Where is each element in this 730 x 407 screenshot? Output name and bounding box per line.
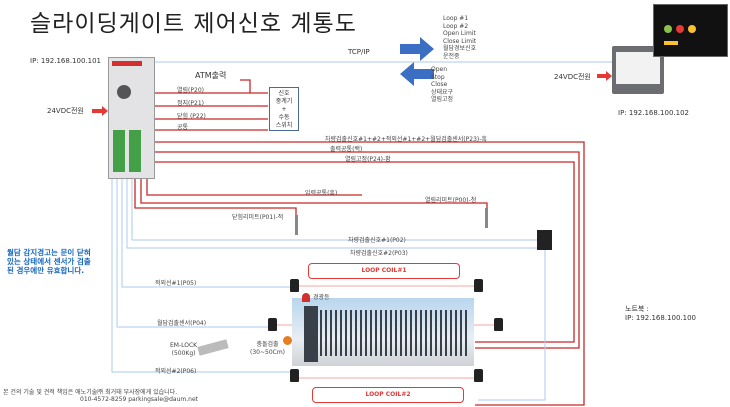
footer-contact: 010-4572-8259 parkingsale@daum.net xyxy=(80,396,198,403)
vehicle-detect-2-label: 차량검출신호#2(P03) xyxy=(350,250,408,257)
output-common: 공통 xyxy=(177,124,189,131)
signal-item: Loop #2 xyxy=(443,22,469,30)
signal-item: 열림고정 xyxy=(431,96,454,103)
hmi-power-arrow-icon xyxy=(597,71,612,81)
relay-line: 중계기 xyxy=(275,98,293,105)
ir-sensor-icon xyxy=(290,279,299,292)
close-limit-switch-icon xyxy=(295,215,298,235)
hmi-screen-preview xyxy=(653,4,728,57)
plc-power-arrow-icon xyxy=(92,106,108,116)
relay-line: 수동 xyxy=(278,114,290,121)
bus-wires xyxy=(134,141,585,406)
signal-item: Stop xyxy=(431,73,445,81)
loop-coil-2: LOOP COIL#2 xyxy=(312,387,464,403)
warning-light-label: 경광등 xyxy=(313,294,330,301)
collision-label: 충돌검출 (30~50Cm) xyxy=(250,341,285,357)
bus-label-output-common: 출력공통(백) xyxy=(330,146,363,153)
vehicle-detect-1-label: 차량검출신호#1(P02) xyxy=(348,237,406,244)
collision-range: (30~50Cm) xyxy=(250,349,286,356)
ir-sensor-icon xyxy=(290,369,299,382)
bus-label-open-hold: 열림고정(P24)-황 xyxy=(345,156,391,163)
page-title: 슬라이딩게이트 제어신호 계통도 xyxy=(30,11,357,37)
signal-item: 상태요구 xyxy=(431,88,454,96)
input-common-label: 입력공통(흑) xyxy=(305,190,338,197)
loop-coil-1: LOOP COIL#1 xyxy=(308,263,460,279)
arrow-left-icon xyxy=(400,62,434,86)
notebook-info: 노트북 : IP: 192.168.100.100 xyxy=(625,305,696,323)
hmi-ip: IP: 192.168.100.102 xyxy=(618,109,689,117)
warning-light-icon xyxy=(302,293,310,302)
hmi-panel xyxy=(612,46,664,94)
plc-device xyxy=(108,57,155,179)
signal-item: Close Limit xyxy=(443,37,477,45)
network-protocol: TCP/IP xyxy=(348,48,370,56)
ir-sensor-icon xyxy=(474,369,483,382)
signal-item: 운전중 xyxy=(443,52,460,60)
em-lock-label: EM-LOCK (500Kg) xyxy=(170,342,197,358)
close-limit-label: 닫힘리미트(P01)-적 xyxy=(232,214,284,221)
em-lock-spec: (500Kg) xyxy=(171,350,196,357)
ir1-label: 적외선#1(P05) xyxy=(155,280,197,287)
warning-note: 월담 감지경고는 문이 닫혀 있는 상태에서 센서가 검출된 경우에만 유효합니… xyxy=(7,248,91,275)
wall-sensor-label: 월담검출센서(P04) xyxy=(157,320,207,327)
notebook-label: 노트북 : xyxy=(625,305,649,313)
ir-sensor-icon xyxy=(474,279,483,292)
arrow-right-icon xyxy=(400,37,434,61)
signal-item: Open xyxy=(431,66,448,73)
signal-relay-switch: 신호 중계기 + 수동 스위치 xyxy=(269,87,299,131)
wall-sensor-icon xyxy=(494,318,503,331)
signal-item: Close xyxy=(431,81,448,88)
sliding-gate-image xyxy=(292,298,474,366)
wall-sensor-icon xyxy=(268,318,277,331)
relay-line: 신호 xyxy=(278,90,290,97)
signal-item: Loop #1 xyxy=(443,15,469,22)
output-close: 닫힘 (P22) xyxy=(177,113,206,120)
atm-output-label: ATM출력 xyxy=(195,71,227,80)
footer-responsibility: 본 건의 기술 및 견적 책임은 애노기술㈜ 최거태 부사장에게 있습니다. xyxy=(3,389,178,396)
notebook-ip: IP: 192.168.100.100 xyxy=(625,314,696,322)
relay-line: 스위치 xyxy=(275,122,293,129)
vehicle-detector-icon xyxy=(537,230,552,250)
collision-sensor-icon xyxy=(283,336,292,345)
signal-item: Open Limit xyxy=(443,30,476,37)
from-hmi-signals: Open Stop Close 상태요구 열림고정 xyxy=(431,66,453,104)
to-hmi-signals: Loop #1 Loop #2 Open Limit Close Limit 월… xyxy=(443,15,476,60)
plc-ip: IP: 192.168.100.101 xyxy=(30,57,101,65)
ir2-label: 적외선#2(P06) xyxy=(155,368,197,375)
plc-power-label: 24VDC전원 xyxy=(47,107,84,115)
open-limit-label: 열림리미트(P00)-청 xyxy=(425,197,477,204)
relay-line: + xyxy=(281,106,287,113)
collision-name: 충돌검출 xyxy=(256,341,279,348)
output-wires xyxy=(153,79,268,131)
hmi-power-label: 24VDC전원 xyxy=(554,73,591,81)
signal-item: 월담경보신호 xyxy=(443,45,477,52)
output-stop: 정지(P21) xyxy=(177,100,204,107)
output-open: 열림(P20) xyxy=(177,87,204,94)
open-limit-switch-icon xyxy=(485,208,488,228)
bus-label-vehicle-ir: 차량검출신호#1+#2+적외선#1+#2+월담검출센서(P23)-흑 xyxy=(325,136,487,143)
em-lock-name: EM-LOCK xyxy=(170,342,198,349)
